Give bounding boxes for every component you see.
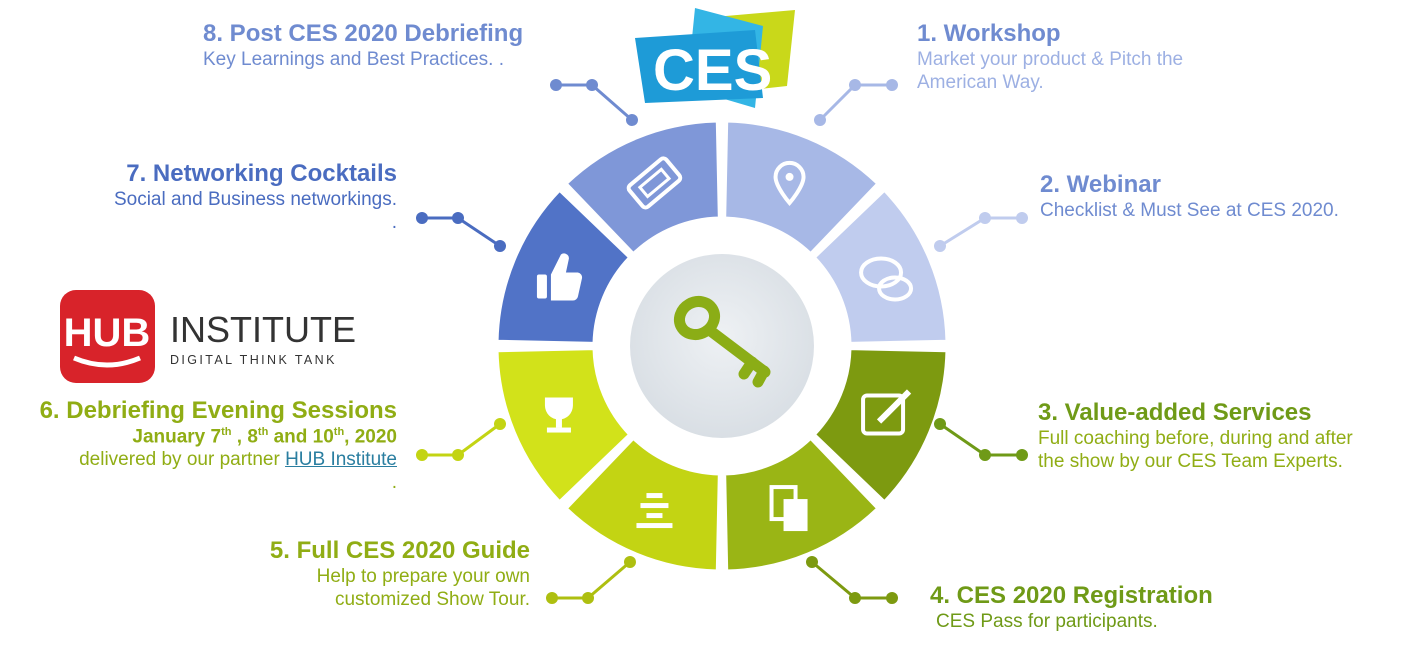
connector-dot-2-3 bbox=[1016, 212, 1028, 224]
connector-dot-6-3 bbox=[416, 449, 428, 461]
stack-icon bbox=[636, 493, 673, 529]
step-3-value-added: 3. Value-added Services Full coaching be… bbox=[1038, 399, 1353, 473]
wheel-segment-3 bbox=[812, 347, 949, 504]
step-2-title: 2. Webinar bbox=[1040, 171, 1161, 198]
edit-icon bbox=[861, 389, 912, 436]
chat-bubbles-icon bbox=[859, 256, 914, 302]
ces-logo-text: CES bbox=[653, 38, 772, 103]
step-6-title: 6. Debriefing Evening Sessions bbox=[39, 397, 397, 424]
trophy-icon bbox=[544, 397, 573, 433]
step-6-dates: January 7th , 8th and 10th, 2020 bbox=[132, 425, 397, 448]
connector-dot-7-3 bbox=[416, 212, 428, 224]
map-pin-icon bbox=[773, 160, 806, 206]
connector-dot-2-1 bbox=[934, 240, 946, 252]
step-7-networking: 7. Networking Cocktails Social and Busin… bbox=[114, 160, 397, 234]
step-3-desc-1: Full coaching before, during and after bbox=[1038, 427, 1353, 449]
connector-dot-8-2 bbox=[586, 79, 598, 91]
step-7-desc-2: . bbox=[391, 211, 397, 233]
connector-dot-5-1 bbox=[624, 556, 636, 568]
connector-dot-8-1 bbox=[626, 114, 638, 126]
connector-dot-8-3 bbox=[550, 79, 562, 91]
wheel-segment-6 bbox=[495, 347, 632, 504]
ticket-icon bbox=[626, 156, 683, 210]
connector-dot-3-2 bbox=[979, 449, 991, 461]
step-1-desc-2: American Way. bbox=[917, 71, 1044, 93]
connector-line-5 bbox=[552, 560, 631, 600]
step-3-desc-2: the show by our CES Team Experts. bbox=[1038, 450, 1343, 472]
connector-dot-2-2 bbox=[979, 212, 991, 224]
connector-dot-1-3 bbox=[886, 79, 898, 91]
documents-icon bbox=[769, 485, 808, 532]
hub-logo-badge-text: HUB bbox=[64, 311, 151, 355]
step-7-desc-1: Social and Business networkings. bbox=[113, 188, 397, 210]
connector-dot-4-1 bbox=[806, 556, 818, 568]
connector-dot-6-2 bbox=[452, 449, 464, 461]
connector-line-4 bbox=[811, 560, 892, 600]
step-6-debriefing-sessions: 6. Debriefing Evening Sessions January 7… bbox=[40, 397, 397, 495]
connector-dot-4-3 bbox=[886, 592, 898, 604]
step-5-desc-2: customized Show Tour. bbox=[334, 588, 530, 610]
step-4-registration: 4. CES 2020 Registration CES Pass for pa… bbox=[930, 582, 1213, 634]
connector-dot-7-2 bbox=[452, 212, 464, 224]
hub-logo-tagline: DIGITAL THINK TANK bbox=[170, 353, 337, 367]
wheel-segment-8 bbox=[564, 119, 721, 256]
wheel-segment-2 bbox=[812, 188, 949, 345]
connector-dot-5-2 bbox=[582, 592, 594, 604]
step-8-desc-1: Key Learnings and Best Practices. . bbox=[203, 48, 504, 70]
step-6-trailing: . bbox=[391, 471, 397, 493]
connector-dot-1-2 bbox=[849, 79, 861, 91]
step-8-title: 8. Post CES 2020 Debriefing bbox=[203, 20, 524, 47]
key-icon bbox=[673, 295, 771, 388]
step-1-desc-1: Market your product & Pitch the bbox=[917, 48, 1184, 70]
step-6-partner: delivered by our partner HUB Institute bbox=[79, 448, 397, 470]
step-5-title: 5. Full CES 2020 Guide bbox=[269, 537, 530, 564]
connector-dot-7-1 bbox=[494, 240, 506, 252]
connector-line-3 bbox=[939, 422, 1022, 457]
step-5-desc-1: Help to prepare your own bbox=[316, 565, 530, 587]
step-8-post-debriefing: 8. Post CES 2020 Debriefing Key Learning… bbox=[203, 20, 523, 72]
step-1-title: 1. Workshop bbox=[917, 20, 1061, 47]
step-2-desc-1: Checklist & Must See at CES 2020. bbox=[1040, 199, 1339, 221]
hub-institute-logo: HUB INSTITUTE DIGITAL THINK TANK bbox=[60, 290, 360, 385]
connector-dot-3-3 bbox=[1016, 449, 1028, 461]
connector-dot-3-1 bbox=[934, 418, 946, 430]
connector-dot-6-1 bbox=[494, 418, 506, 430]
step-4-title: 4. CES 2020 Registration bbox=[930, 582, 1213, 609]
connector-dot-5-3 bbox=[546, 592, 558, 604]
step-5-guide: 5. Full CES 2020 Guide Help to prepare y… bbox=[270, 537, 530, 611]
thumbs-up-icon bbox=[536, 253, 583, 301]
step-7-title: 7. Networking Cocktails bbox=[126, 160, 397, 187]
step-2-webinar: 2. Webinar Checklist & Must See at CES 2… bbox=[1040, 171, 1339, 223]
step-3-title: 3. Value-added Services bbox=[1038, 399, 1312, 426]
ces-logo: CES bbox=[635, 8, 795, 108]
connector-dot-4-2 bbox=[849, 592, 861, 604]
hub-institute-link[interactable]: HUB Institute bbox=[285, 448, 397, 470]
hub-logo-name: INSTITUTE bbox=[170, 309, 356, 350]
step-1-workshop: 1. Workshop Market your product & Pitch … bbox=[917, 20, 1183, 94]
step-4-desc-1: CES Pass for participants. bbox=[936, 610, 1158, 632]
connector-dot-1-1 bbox=[814, 114, 826, 126]
